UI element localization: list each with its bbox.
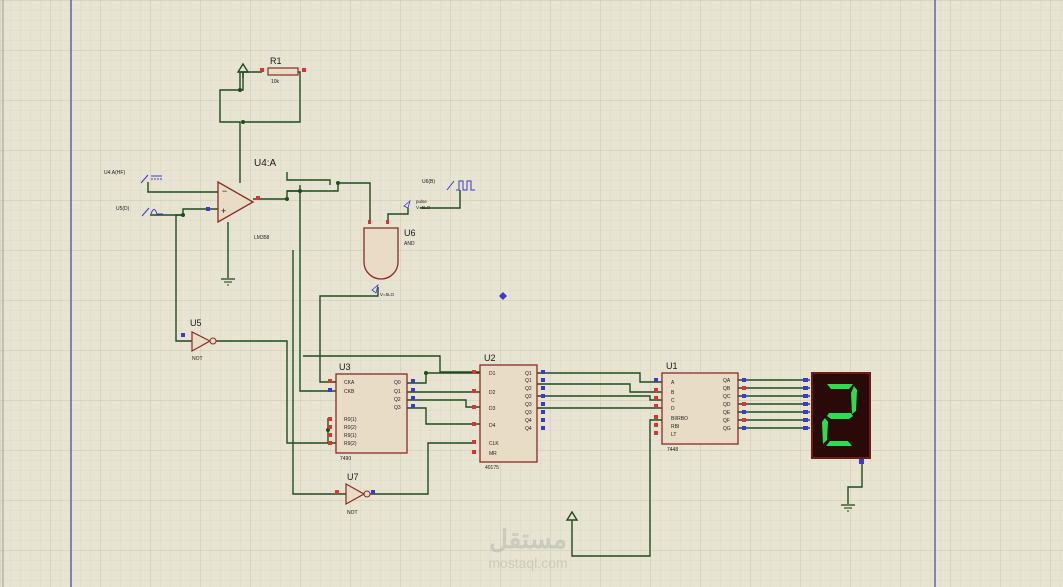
not-gate-u7[interactable]: U7 NOT	[335, 472, 375, 516]
decoder-pin-rbi: RBI	[671, 424, 679, 430]
signal-generator[interactable]: U5(D)	[116, 206, 163, 217]
not-gate-u5-part: NOT	[192, 356, 203, 362]
latch-u2[interactable]: U2 40175 D1 D2 D3 D4 CLK MR Q1 Q1 Q2 Q2 …	[472, 353, 545, 471]
latch-pin-d1: D1	[489, 371, 496, 377]
decoder-pin-qc: QC	[723, 394, 731, 400]
dc-generator-label: U4.A(HF)	[104, 170, 125, 176]
counter-u3[interactable]: U3 7490 CKA CKB R0(1) R0(2) R9(1) R9(2) …	[328, 362, 415, 462]
cursor-marker-icon	[499, 292, 507, 300]
not-gate-u5[interactable]: U5 NOT	[181, 318, 217, 362]
watermark: مستقل mostaql.com	[488, 524, 567, 571]
decoder-pin-d: D	[671, 406, 675, 412]
and-gate-ref: U6	[404, 228, 416, 238]
signal-generator-label: U5(D)	[116, 206, 130, 212]
resistor-value: 10k	[271, 79, 280, 85]
pulse-generator[interactable]: U6(B) pulse V=5LO	[403, 179, 475, 210]
power-terminal-icon[interactable]	[236, 62, 250, 78]
decoder-pin-birbo: BI/RBO	[671, 416, 688, 422]
counter-pin-cka: CKA	[344, 380, 355, 386]
latch-pin-q1n: Q1	[525, 378, 532, 384]
latch-pin-mr: MR	[489, 451, 497, 457]
decoder-pin-lt: LT	[671, 432, 676, 438]
counter-part: 7490	[340, 456, 351, 462]
opamp-u4a[interactable]: − + U4:A LM358	[206, 158, 277, 241]
decoder-pin-a: A	[671, 380, 675, 386]
latch-pin-d3: D3	[489, 406, 496, 412]
latch-pin-clk: CLK	[489, 441, 499, 447]
latch-pin-q1: Q1	[525, 371, 532, 377]
decoder-part: 7448	[667, 447, 678, 453]
and-gate-u6[interactable]: U6 AND V=5LO	[363, 220, 416, 297]
decoder-pin-qf: QF	[723, 418, 730, 424]
counter-pin-q2: Q2	[394, 397, 401, 403]
latch-ref: U2	[484, 353, 496, 363]
watermark-arabic: مستقل	[489, 524, 567, 554]
not-gate-u5-ref: U5	[190, 318, 202, 328]
ground-icon	[221, 278, 235, 286]
latch-pin-q2n: Q2	[525, 394, 532, 400]
dc-generator[interactable]: U4.A(HF)	[104, 170, 162, 184]
svg-text:+: +	[221, 206, 226, 216]
counter-pin-ckb: CKB	[344, 389, 355, 395]
counter-pin-q3: Q3	[394, 405, 401, 411]
latch-pin-q3n: Q3	[525, 410, 532, 416]
not-gate-u7-ref: U7	[347, 472, 359, 482]
latch-part: 40175	[485, 465, 499, 471]
decoder-pin-qe: QE	[723, 410, 731, 416]
pulse-generator-text1: pulse	[416, 199, 427, 204]
decoder-pin-qg: QG	[723, 426, 731, 432]
counter-pin-q1: Q1	[394, 389, 401, 395]
resistor-ref: R1	[270, 56, 282, 66]
resistor-r1[interactable]: R1 10k	[260, 56, 306, 85]
opamp-ref: U4:A	[254, 158, 277, 169]
counter-pin-r01: R0(1)	[344, 417, 357, 423]
power-terminal-bottom-icon[interactable]	[565, 510, 579, 521]
decoder-pin-qd: QD	[723, 402, 731, 408]
decoder-pin-b: B	[671, 390, 675, 396]
decoder-pin-qa: QA	[723, 378, 731, 384]
junctions	[181, 88, 428, 432]
seven-segment-display[interactable]: 2	[0, 0, 871, 464]
latch-pin-d4: D4	[489, 423, 496, 429]
counter-ref: U3	[339, 362, 351, 372]
opamp-part: LM358	[254, 235, 270, 241]
decoder-ref: U1	[666, 361, 678, 371]
latch-pin-q4n: Q4	[525, 426, 532, 432]
pulse-generator-text2: V=5LO	[416, 205, 431, 210]
counter-pin-q0: Q0	[394, 380, 401, 386]
display-digit-segments	[822, 384, 857, 446]
decoder-pin-c: C	[671, 398, 675, 404]
ground-icon-2	[841, 504, 855, 512]
decoder-pin-qb: QB	[723, 386, 731, 392]
not-gate-u7-part: NOT	[347, 510, 358, 516]
pulse-generator-label: U6(B)	[422, 179, 435, 185]
counter-pin-r92: R9(2)	[344, 441, 357, 447]
svg-text:−: −	[222, 186, 227, 196]
counter-pin-r02: R0(2)	[344, 425, 357, 431]
counter-pin-r91: R9(1)	[344, 433, 357, 439]
latch-pin-q4: Q4	[525, 418, 532, 424]
watermark-url: mostaql.com	[488, 555, 567, 571]
and-gate-probe: V=5LO	[380, 292, 395, 297]
latch-pin-q3: Q3	[525, 402, 532, 408]
and-gate-part: AND	[404, 241, 415, 247]
latch-pin-d2: D2	[489, 390, 496, 396]
latch-pin-q2: Q2	[525, 386, 532, 392]
decoder-u1[interactable]: U1 7448 A B C D BI/RBO RBI LT QA QB QC Q…	[654, 361, 746, 453]
